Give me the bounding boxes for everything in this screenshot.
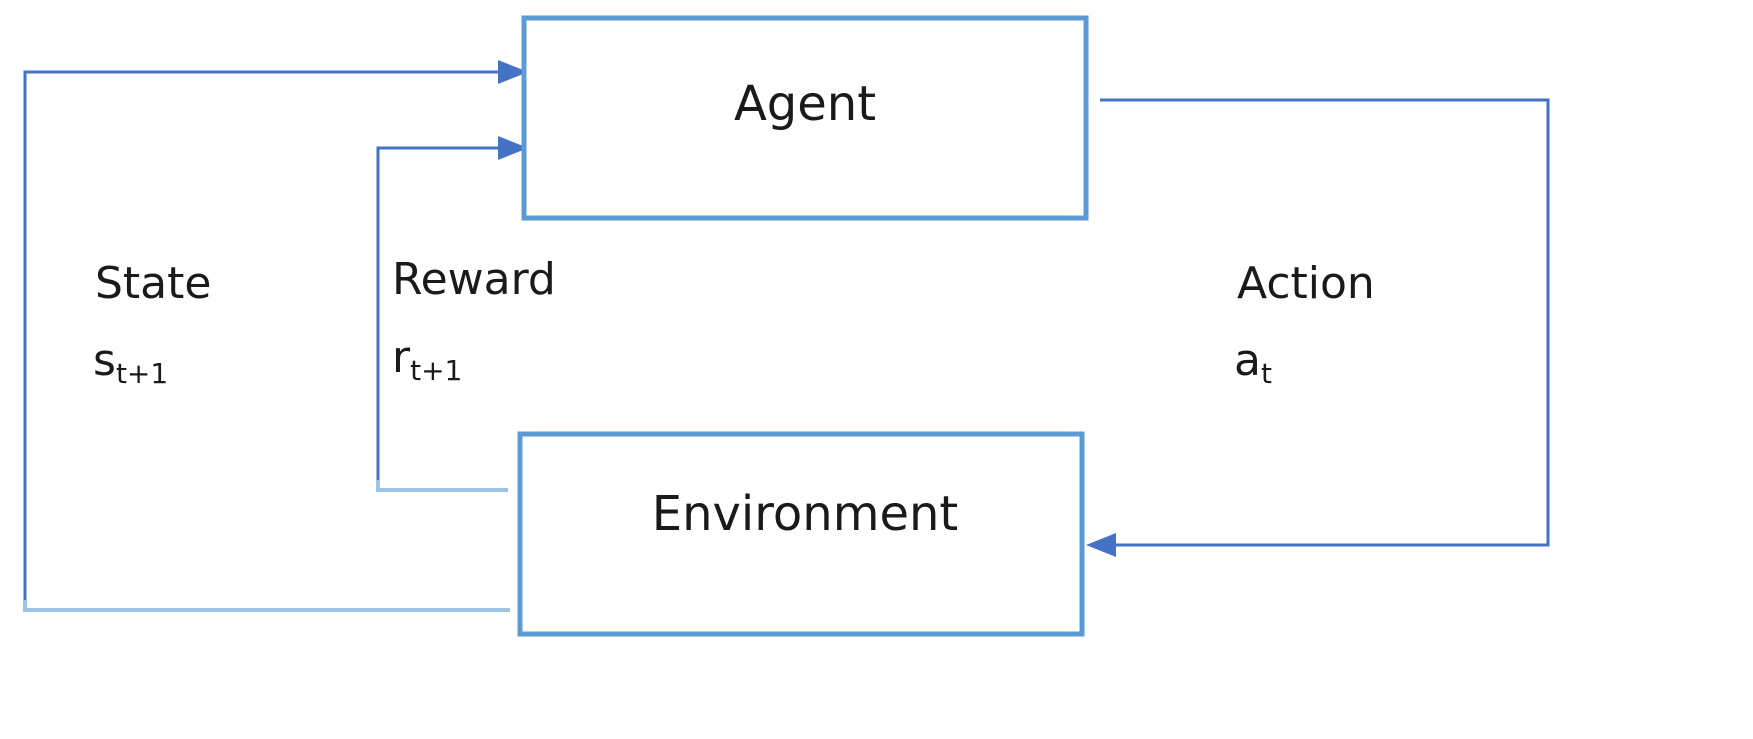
reward-arrowhead [498,136,528,160]
action-label: Action [1237,258,1375,309]
state-edge-label: State st+1 [93,258,211,390]
reward-symbol-subscript: t+1 [410,354,462,387]
reward-symbol: rt+1 [392,332,462,387]
action-symbol-main: a [1234,335,1261,386]
action-line [1100,98,1550,547]
state-symbol-main: s [93,335,116,386]
action-symbol: at [1234,335,1272,390]
state-label: State [95,258,211,309]
environment-label: Environment [652,486,959,542]
reward-line-bottom [376,480,508,492]
reward-line-top [376,146,500,480]
environment-node: Environment [517,431,1085,637]
state-symbol-subscript: t+1 [116,357,168,390]
agent-label: Agent [734,76,876,132]
reward-connector [376,136,528,492]
state-connector [23,60,528,612]
action-connector [1086,98,1550,557]
reward-symbol-main: r [392,332,411,383]
reward-edge-label: Reward rt+1 [392,254,556,387]
reward-label: Reward [392,254,556,305]
agent-node: Agent [521,15,1089,221]
state-arrowhead [498,60,528,84]
environment-box [517,431,1085,637]
action-arrowhead [1086,533,1116,557]
action-symbol-subscript: t [1261,357,1272,390]
action-edge-label: Action at [1234,258,1375,390]
state-symbol: st+1 [93,335,168,390]
agent-box [521,15,1089,221]
state-line-top [23,70,500,600]
state-line-bottom [23,600,510,612]
